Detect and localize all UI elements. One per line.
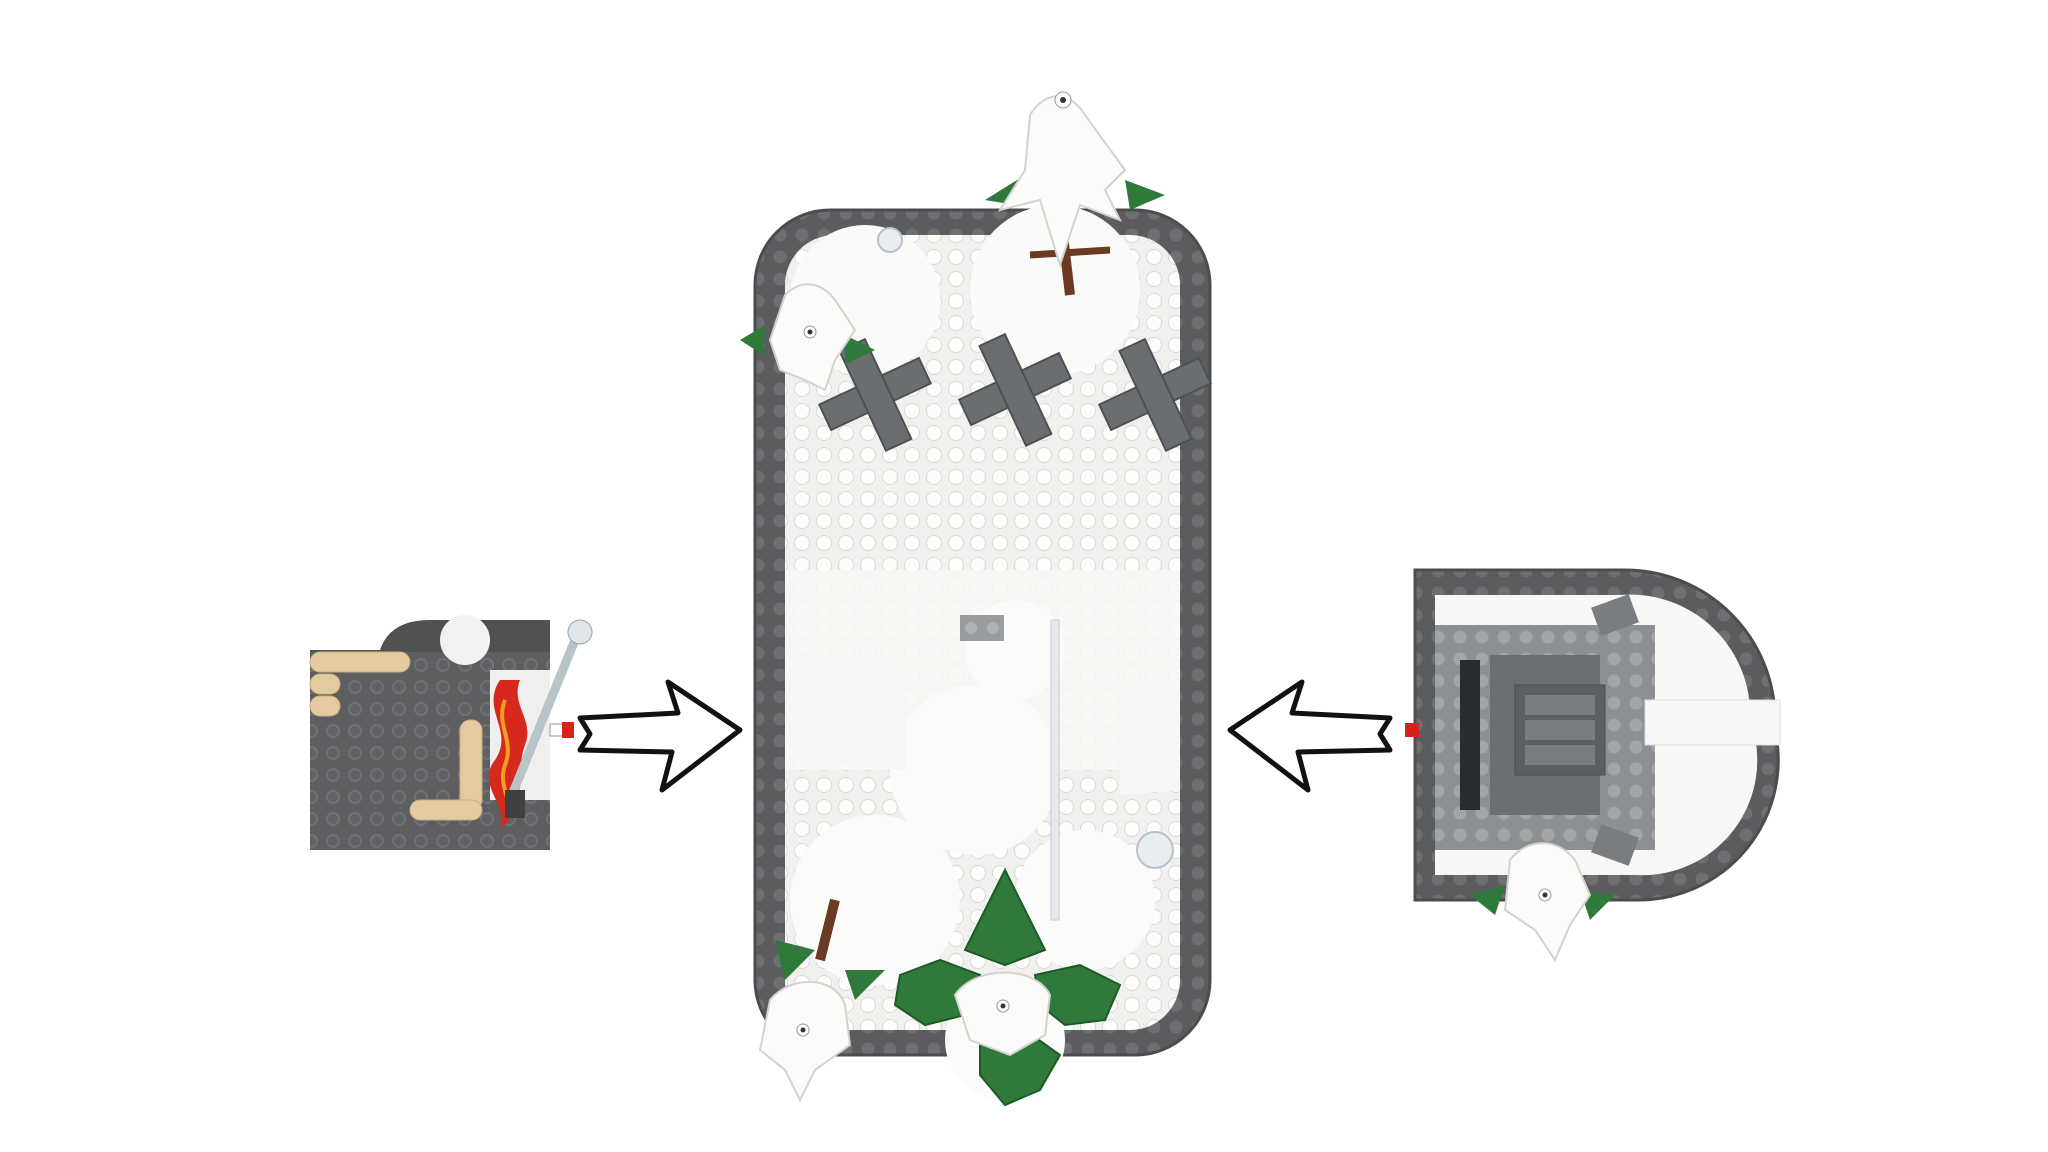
fence-crosses: [817, 332, 1213, 452]
grey-mechanism: [1514, 594, 1639, 866]
left-module-fireplace: [300, 610, 600, 860]
snowy-tree-bottom-left: [758, 898, 885, 1103]
snow-plates: [785, 205, 1180, 1100]
tan-tiles: [309, 651, 483, 821]
snowy-tree-right-module: [1470, 842, 1615, 963]
pine-cluster-bottom: [893, 867, 1122, 1107]
arrow-right-icon: [560, 670, 760, 800]
snowy-tree-top: [985, 91, 1165, 296]
right-module-rounded: [1405, 560, 1785, 980]
snowy-tree-left: [740, 283, 875, 392]
center-module-snowy-base: [725, 70, 1245, 1110]
arrow-left-icon: [1210, 670, 1410, 800]
